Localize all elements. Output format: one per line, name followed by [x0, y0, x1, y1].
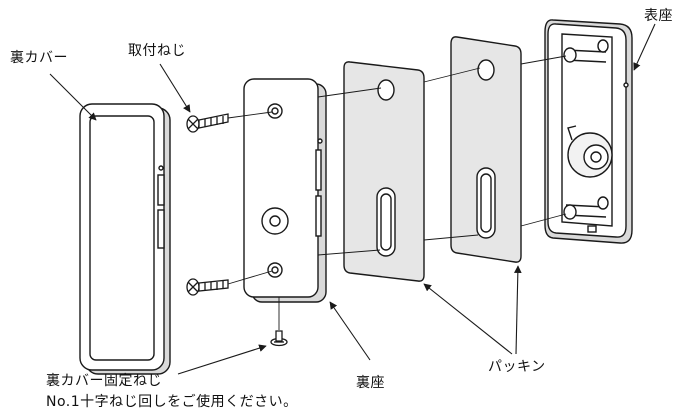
- leader-lines: [49, 23, 656, 375]
- cover-fixing-screw: [270, 330, 288, 347]
- alignment-lines: [227, 55, 567, 330]
- packing-plate-1: [343, 61, 425, 282]
- back-base-part: [243, 78, 327, 303]
- mount-screw-top: [186, 113, 229, 133]
- label-back-cover: 裏カバー: [10, 50, 68, 66]
- label-cover-screw: 裏カバー固定ねじ: [46, 373, 162, 389]
- front-base-part: [544, 19, 633, 244]
- label-mount-screw: 取付ねじ: [128, 43, 186, 59]
- mount-screw-bottom: [186, 278, 229, 296]
- label-cover-screw-note: No.1十字ねじ回しをご使用ください。: [46, 394, 298, 410]
- label-front-base: 表座: [644, 8, 673, 24]
- packing-plate-2: [450, 36, 522, 263]
- back-cover-part: [79, 103, 171, 375]
- label-packing: パッキン: [488, 359, 546, 375]
- label-back-base: 裏座: [356, 375, 385, 391]
